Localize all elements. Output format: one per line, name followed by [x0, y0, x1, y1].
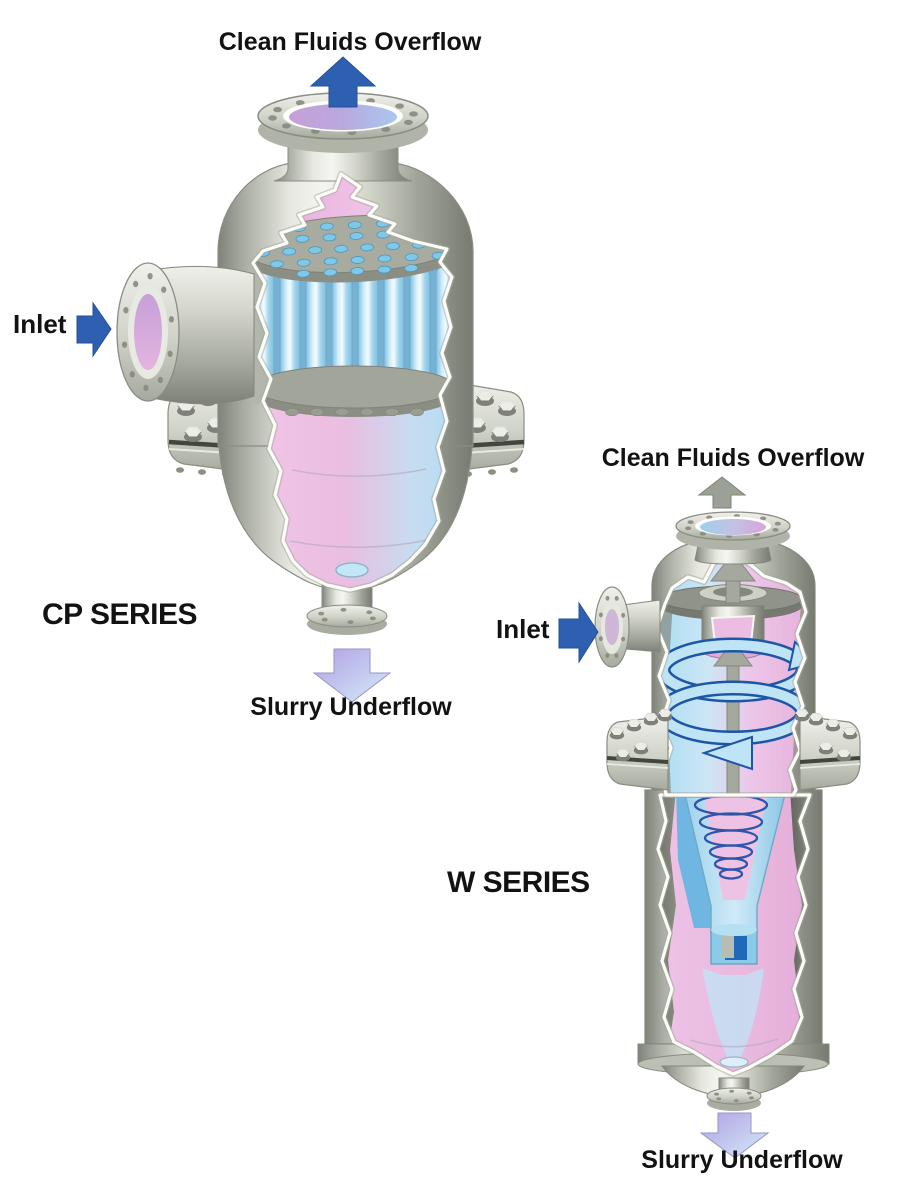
w-inlet-flange — [594, 586, 630, 668]
cp-overflow-label: Clean Fluids Overflow — [218, 28, 482, 56]
w-inlet-arrow-icon — [558, 601, 599, 664]
cp-series-vessel-illustration — [76, 56, 525, 703]
w-top-opening — [700, 519, 766, 535]
cp-inlet-label: Inlet — [13, 309, 67, 339]
w-inlet-nozzle — [594, 586, 661, 668]
cp-drain-hole — [335, 562, 369, 578]
cp-underflow-arrow-icon — [312, 648, 392, 703]
cp-lower-plate — [253, 365, 452, 417]
w-series-vessel-illustration — [558, 476, 861, 1159]
w-underflow-label: Slurry Underflow — [641, 1146, 843, 1174]
cp-top-flange — [257, 92, 429, 153]
w-inlet-label: Inlet — [496, 614, 550, 644]
cp-series-title: CP SERIES — [42, 598, 198, 631]
cp-inlet-arrow-icon — [76, 301, 112, 358]
cp-inlet-opening — [134, 294, 162, 370]
w-drain-hole — [719, 1056, 749, 1068]
w-top-flange — [675, 511, 791, 550]
cp-bottom-nozzle — [306, 584, 388, 635]
w-series-title: W SERIES — [447, 866, 590, 899]
w-overflow-label: Clean Fluids Overflow — [601, 444, 865, 472]
w-overflow-arrow-icon — [697, 476, 747, 509]
cp-overflow-arrow-icon — [309, 56, 377, 108]
w-cone-tip — [710, 924, 758, 965]
cp-top-opening — [289, 104, 397, 130]
w-underflow-arrow-icon — [699, 1112, 770, 1159]
cp-inlet-nozzle — [116, 262, 255, 405]
w-mid-flange — [606, 709, 861, 791]
w-bottom-nozzle — [706, 1077, 762, 1111]
cp-inlet-flange — [116, 262, 180, 402]
w-flow-arrow-top — [709, 552, 757, 604]
cp-underflow-label: Slurry Underflow — [250, 693, 452, 721]
